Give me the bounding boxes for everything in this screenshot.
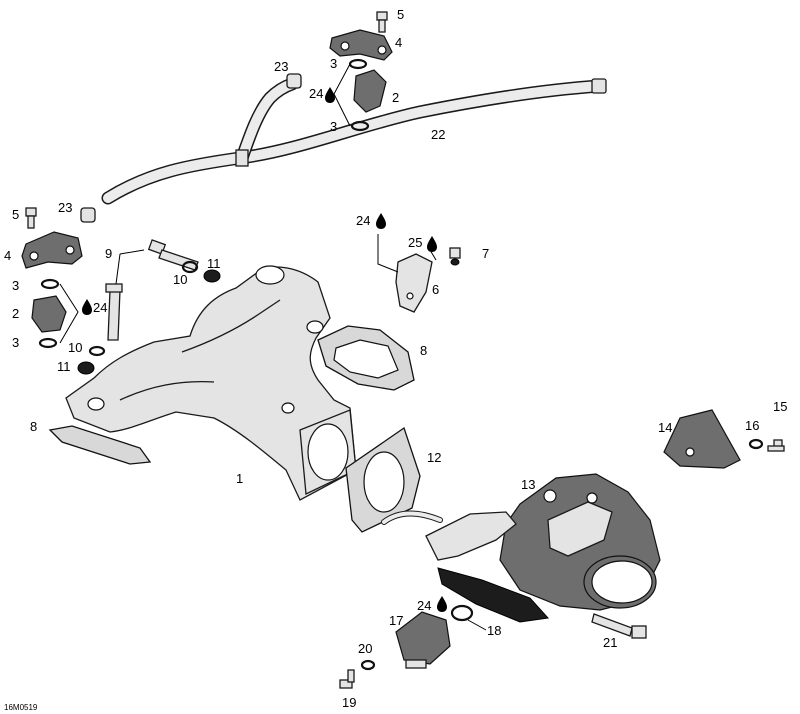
top-o-ring-lower [350, 120, 370, 132]
callout-8: 8 [30, 419, 37, 434]
callout-9: 9 [105, 246, 112, 261]
callout-5: 5 [12, 207, 19, 222]
callout-4: 4 [4, 248, 11, 263]
callout-17: 17 [389, 613, 403, 628]
callout-23: 23 [58, 200, 72, 215]
callout-7: 7 [482, 246, 489, 261]
callout-3: 3 [330, 119, 337, 134]
callout-20: 20 [358, 641, 372, 656]
drop-icon [376, 213, 386, 229]
left-screw [25, 207, 37, 229]
callout-14: 14 [658, 420, 672, 435]
drop-icon [82, 299, 92, 315]
callout-1: 1 [236, 471, 243, 486]
callout-15: 15 [773, 399, 787, 414]
callout-23: 23 [274, 59, 288, 74]
drop-icon [427, 236, 437, 252]
callout-19: 19 [342, 695, 356, 710]
top-sensor [353, 69, 387, 113]
callout-24: 24 [356, 213, 370, 228]
callout-8: 8 [420, 343, 427, 358]
callout-22: 22 [431, 127, 445, 142]
throttle-lever [437, 567, 549, 623]
hose-t-junction [235, 149, 249, 167]
callout-24: 24 [309, 86, 323, 101]
left-hose-plug [80, 207, 96, 223]
intake-manifold [65, 265, 357, 501]
callout-25: 25 [408, 235, 422, 250]
hose-end-fitting [591, 78, 607, 94]
nut-upper [203, 269, 221, 283]
callout-16: 16 [745, 418, 759, 433]
callout-3: 3 [12, 335, 19, 350]
callout-11: 11 [207, 256, 221, 271]
callout-6: 6 [432, 282, 439, 297]
callout-5: 5 [397, 7, 404, 22]
top-o-ring-upper [348, 58, 368, 70]
callout-3: 3 [330, 56, 337, 71]
callout-2: 2 [12, 306, 19, 321]
throttle-body [499, 473, 661, 611]
throttle-cable-bracket [381, 510, 517, 561]
washer-lower [88, 345, 106, 357]
callout-24: 24 [417, 598, 431, 613]
callout-13: 13 [521, 477, 535, 492]
callout-11: 11 [57, 359, 71, 374]
callout-12: 12 [427, 450, 441, 465]
callout-3: 3 [12, 278, 19, 293]
drop-icon [325, 87, 335, 103]
manifold-bolt-upper [147, 239, 199, 271]
top-screw [376, 11, 388, 33]
left-o-ring-lower [38, 337, 58, 349]
temperature-sensor [395, 253, 433, 313]
top-sensor-housing [329, 29, 393, 61]
callout-4: 4 [395, 35, 402, 50]
callout-10: 10 [68, 340, 82, 355]
left-sensor-housing [21, 231, 83, 269]
washer-upper [181, 260, 199, 274]
bracket-screw [767, 439, 785, 452]
idle-air-control-valve [395, 611, 451, 669]
top-hose-plug [286, 73, 302, 89]
left-sensor [31, 295, 67, 333]
throttle-body-bolt [591, 613, 647, 639]
idle-valve-o-ring [450, 604, 474, 622]
idle-valve-screw [339, 669, 355, 689]
gasket-upper-right [317, 325, 415, 391]
callout-2: 2 [392, 90, 399, 105]
sensor-screw [449, 247, 461, 266]
callout-24: 24 [93, 300, 107, 315]
idle-valve-washer [360, 659, 376, 671]
callout-10: 10 [173, 272, 187, 287]
callout-labels: 5 4 23 3 24 2 3 22 5 23 24 25 7 9 11 4 1… [4, 7, 787, 710]
coolant-hose [101, 77, 607, 205]
diagram-code: 16M0519 [4, 703, 38, 712]
callout-21: 21 [603, 635, 617, 650]
mounting-bracket [663, 409, 741, 469]
bracket-washer [748, 438, 764, 450]
left-o-ring-upper [40, 278, 60, 290]
drop-icon [437, 596, 447, 612]
throttle-body-gasket [345, 426, 421, 533]
manifold-bolt-long [105, 283, 123, 341]
callout-18: 18 [487, 623, 501, 638]
nut-lower [77, 361, 95, 375]
gasket-left [48, 425, 152, 465]
